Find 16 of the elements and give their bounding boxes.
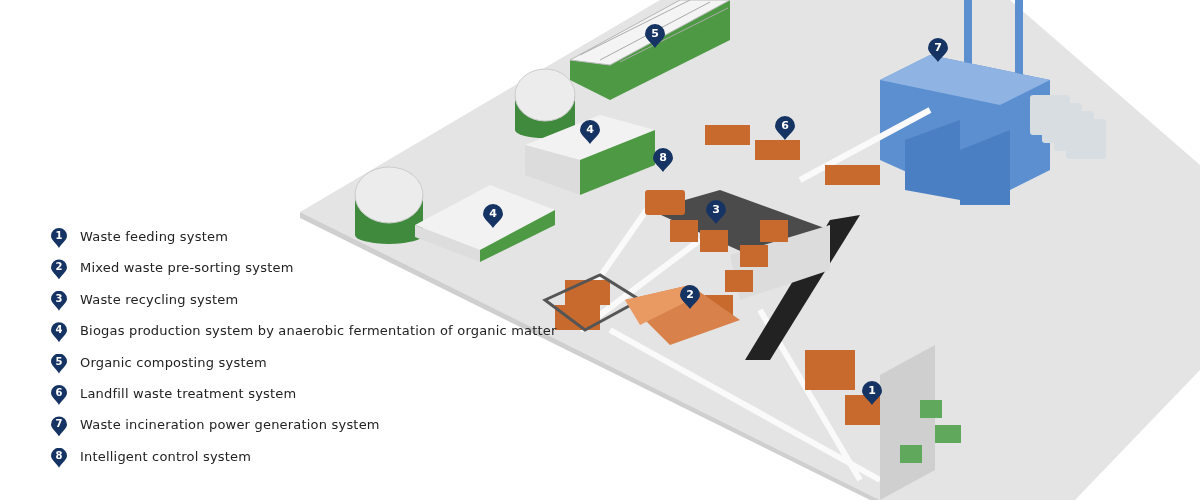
callout-number: 5 (51, 353, 67, 374)
callout-number: 1 (51, 228, 67, 248)
callout-number: 8 (51, 447, 67, 468)
legend-text: Organic composting system (80, 354, 267, 370)
legend-text: Landfill waste treatment system (80, 386, 297, 401)
legend-text: Waste incineration power generation system (80, 417, 380, 433)
callout-number: 6 (51, 385, 67, 405)
callout-number: 4 (51, 322, 67, 343)
callout-number: 7 (51, 416, 67, 437)
legend-text: Intelligent control system (80, 448, 252, 464)
legend-text: Waste feeding system (80, 229, 229, 244)
callout-number: 2 (51, 259, 67, 280)
legend-text: Biogas production system by anaerobic fermentation of organic matter (80, 323, 557, 339)
legend-text: Mixed waste pre-sorting system (80, 260, 294, 276)
callout-number: 3 (51, 290, 67, 311)
legend-text: Waste recycling system (80, 291, 239, 307)
